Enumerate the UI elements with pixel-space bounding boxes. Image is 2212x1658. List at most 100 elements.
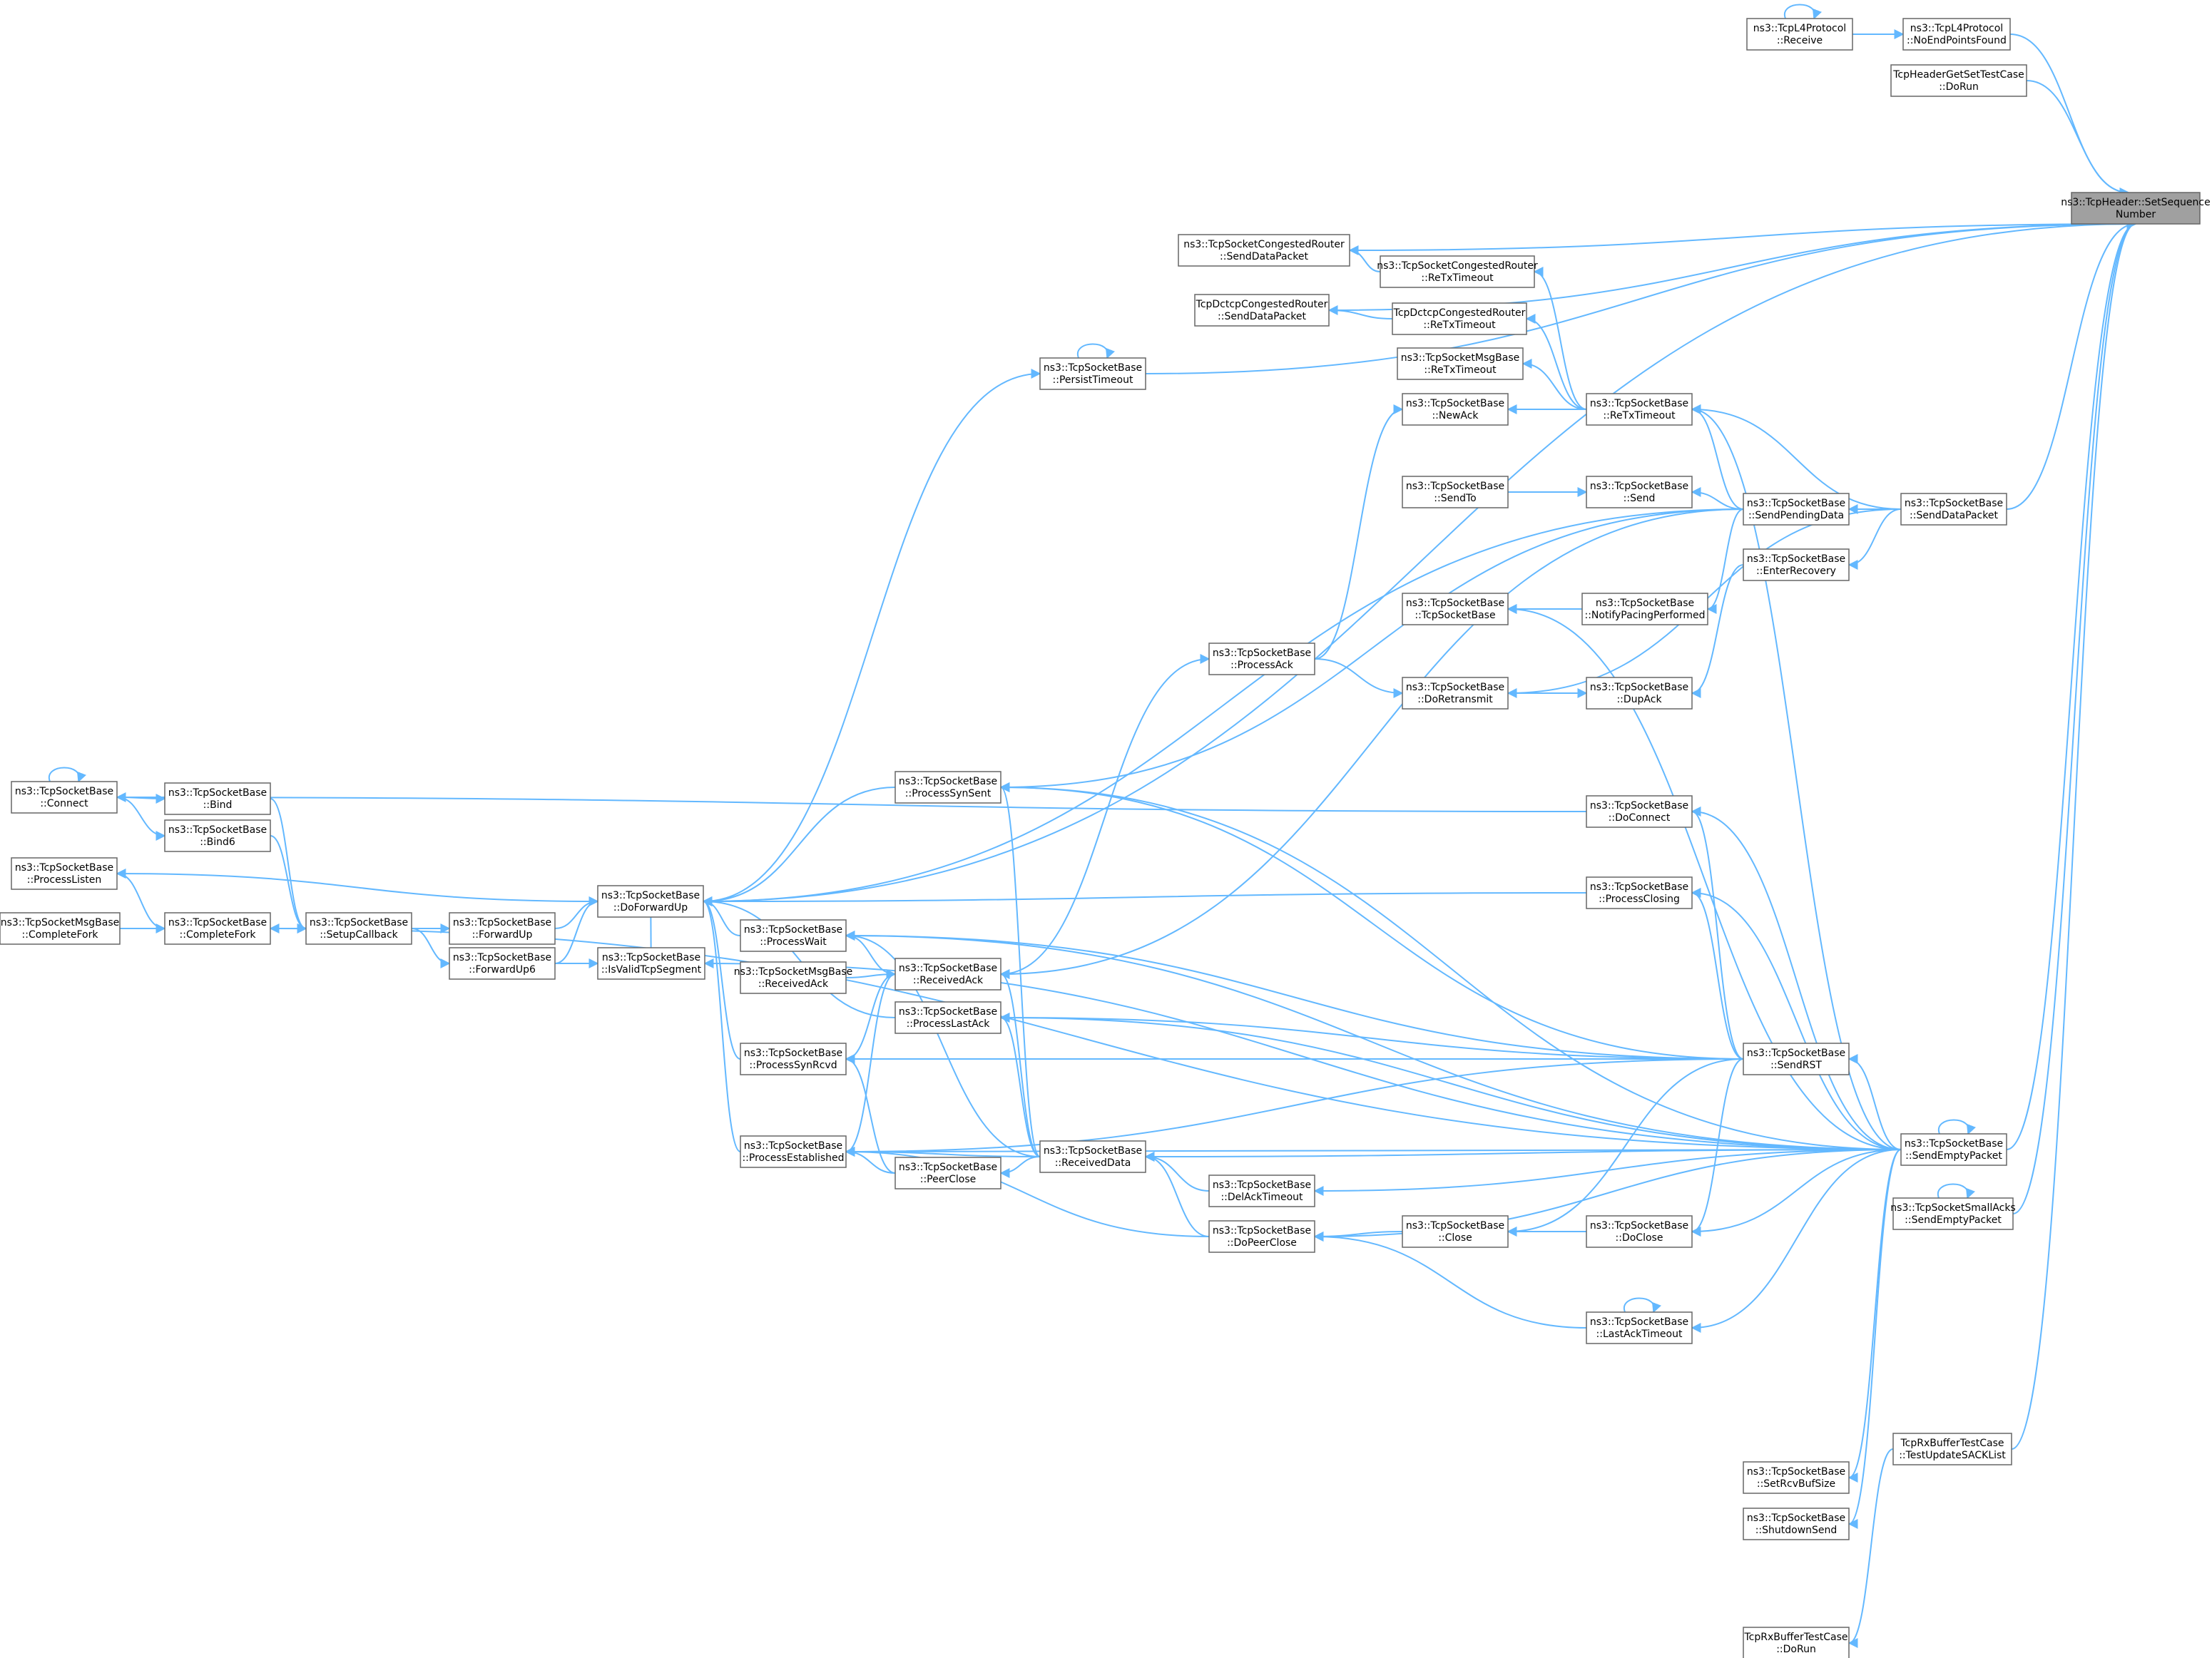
caller-node[interactable]: ns3::TcpSocketBase::ForwardUp [449, 912, 556, 945]
call-edge [845, 1058, 1744, 1157]
call-edge [1937, 1183, 1976, 1199]
caller-node[interactable]: ns3::TcpSocketBase::NotifyPacingPerforme… [1581, 593, 1708, 625]
caller-node[interactable]: ns3::TcpSocketBase::SendDataPacket [1900, 493, 2007, 526]
call-edge [703, 369, 1041, 902]
call-edge [1847, 1448, 1894, 1648]
caller-node[interactable]: ns3::TcpSocketCongestedRouter::SendDataP… [1178, 234, 1350, 267]
caller-node[interactable]: ns3::TcpSocketBase::SendTo [1402, 476, 1509, 508]
node-box [1586, 876, 1693, 909]
caller-node[interactable]: TcpDctcpCongestedRouter::SendDataPacket [1194, 294, 1330, 327]
node-label: ns3::TcpSocketBase [1044, 1145, 1142, 1157]
caller-node[interactable]: TcpDctcpCongestedRouter::ReTxTimeout [1392, 302, 1527, 335]
node-box [1392, 302, 1527, 335]
call-edge [2006, 219, 2137, 510]
caller-node[interactable]: ns3::TcpSocketMsgBase::ReceivedAck [734, 961, 852, 994]
caller-node[interactable]: ns3::TcpSocketBase::SendPendingData [1743, 493, 1850, 526]
node-label: TcpDctcpCongestedRouter [1393, 307, 1526, 319]
caller-node[interactable]: ns3::TcpSocketBase::Bind6 [164, 819, 271, 852]
node-label: ns3::TcpSocketBase [899, 776, 997, 787]
caller-node[interactable]: ns3::TcpSocketBase::Send [1586, 476, 1693, 508]
caller-node[interactable]: ns3::TcpSocketBase::ReceivedAck [895, 958, 1001, 991]
caller-node[interactable]: ns3::TcpSocketBase::ProcessAck [1208, 643, 1315, 675]
caller-node[interactable]: ns3::TcpSocketBase::EnterRecovery [1743, 548, 1850, 581]
node-label: ::SendPendingData [1748, 510, 1844, 521]
caller-node[interactable]: ns3::TcpSocketBase::IsValidTcpSegment [597, 947, 705, 980]
call-edge [270, 835, 307, 933]
caller-node[interactable]: ns3::TcpSocketBase::PeerClose [895, 1157, 1001, 1189]
node-box [0, 912, 121, 945]
caller-node[interactable]: ns3::TcpSocketBase::DoClose [1586, 1215, 1693, 1248]
caller-node[interactable]: ns3::TcpSocketBase::ReTxTimeout [1586, 393, 1693, 426]
caller-node[interactable]: TcpHeaderGetSetTestCase::DoRun [1890, 64, 2027, 97]
node-label: ns3::TcpSocketBase [1590, 800, 1688, 812]
node-label: ::DoRun [1939, 81, 1979, 93]
caller-node[interactable]: ns3::TcpSocketBase::TcpSocketBase [1402, 593, 1509, 625]
node-box [1743, 548, 1850, 581]
node-label: ::ReTxTimeout [1421, 272, 1494, 284]
node-box [1208, 1220, 1315, 1253]
caller-node[interactable]: ns3::TcpSocketBase::ProcessEstablished [740, 1135, 847, 1168]
node-label: ns3::TcpSocketCongestedRouter [1183, 239, 1345, 250]
caller-node[interactable]: ns3::TcpSocketBase::CompleteFork [164, 912, 271, 945]
caller-node[interactable]: ns3::TcpSocketBase::DoPeerClose [1208, 1220, 1315, 1253]
node-label: ns3::TcpSocketBase [1747, 553, 1845, 565]
caller-node[interactable]: ns3::TcpSocketMsgBase::ReTxTimeout [1397, 347, 1524, 380]
node-box [1902, 18, 2011, 51]
caller-node[interactable]: ns3::TcpSocketBase::ShutdownSend [1743, 1508, 1850, 1540]
call-edge [2026, 80, 2130, 198]
caller-node[interactable]: TcpRxBufferTestCase::TestUpdateSACKList [1892, 1433, 2012, 1465]
node-label: ::EnterRecovery [1756, 566, 1836, 577]
node-label: ::NoEndPointsFound [1907, 35, 2007, 46]
caller-node[interactable]: ns3::TcpSocketBase::DoConnect [1586, 795, 1693, 828]
node-label: ::SendEmptyPacket [1905, 1150, 2002, 1162]
node-label: ns3::TcpSocketBase [899, 963, 997, 974]
caller-node[interactable]: ns3::TcpSocketBase::ProcessLastAck [895, 1001, 1001, 1034]
caller-node[interactable]: ns3::TcpSocketBase::PersistTimeout [1039, 357, 1146, 390]
caller-node[interactable]: ns3::TcpSocketBase::NewAck [1402, 393, 1509, 426]
node-label: ::ProcessWait [760, 936, 827, 948]
caller-node[interactable]: ns3::TcpSocketBase::DoRetransmit [1402, 677, 1509, 710]
caller-node[interactable]: ns3::TcpSocketBase::ProcessSynSent [895, 771, 1001, 804]
caller-node[interactable]: ns3::TcpSocketBase::DelAckTimeout [1208, 1175, 1315, 1207]
node-label: ns3::TcpSocketBase [1044, 362, 1142, 374]
node-label: ::SendDataPacket [1910, 510, 1998, 521]
node-label: ::PeerClose [920, 1174, 977, 1185]
caller-node[interactable]: ns3::TcpSocketBase::SetRcvBufSize [1743, 1461, 1850, 1494]
caller-node[interactable]: ns3::TcpSocketBase::ReceivedData [1039, 1140, 1146, 1173]
node-box [1208, 643, 1315, 675]
call-edge [1348, 245, 1381, 272]
caller-node[interactable]: ns3::TcpSocketBase::ForwardUp6 [449, 947, 556, 980]
caller-node[interactable]: ns3::TcpSocketMsgBase::CompleteFork [0, 912, 121, 945]
node-label: ns3::TcpSocketSmallAcks [1890, 1202, 2015, 1214]
caller-node[interactable]: ns3::TcpSocketBase::Bind [164, 782, 271, 815]
caller-node[interactable]: ns3::TcpSocketBase::LastAckTimeout [1586, 1311, 1693, 1344]
call-edge [1522, 359, 1587, 410]
node-label: ns3::TcpSocketBase [453, 952, 551, 963]
node-label: ns3::TcpSocketBase [1590, 1220, 1688, 1232]
node-label: ::LastAckTimeout [1596, 1329, 1683, 1340]
caller-node[interactable]: ns3::TcpSocketBase::ProcessSynRcvd [740, 1043, 847, 1075]
caller-node[interactable]: ns3::TcpL4Protocol::NoEndPointsFound [1902, 18, 2011, 51]
caller-node[interactable]: ns3::TcpSocketBase::DupAck [1586, 677, 1693, 710]
caller-node[interactable]: ns3::TcpSocketBase::ProcessClosing [1586, 876, 1693, 909]
caller-node[interactable]: ns3::TcpSocketBase::SendEmptyPacket [1900, 1133, 2007, 1166]
caller-node[interactable]: ns3::TcpL4Protocol::Receive [1746, 18, 1853, 51]
caller-node[interactable]: ns3::TcpSocketBase::DoForwardUp [597, 885, 704, 918]
caller-node[interactable]: TcpRxBufferTestCase::DoRun [1743, 1627, 1850, 1658]
call-edge [2006, 219, 2137, 1150]
caller-node[interactable]: ns3::TcpSocketBase::ProcessListen [11, 857, 118, 890]
caller-node[interactable]: ns3::TcpSocketCongestedRouter::ReTxTimeo… [1377, 255, 1538, 288]
caller-node[interactable]: ns3::TcpSocketBase::Close [1402, 1215, 1509, 1248]
call-edge [1327, 305, 1393, 319]
node-box [740, 961, 847, 994]
caller-node[interactable]: ns3::TcpSocketBase::SetupCallback [305, 912, 412, 945]
caller-node[interactable]: ns3::TcpSocketBase::ProcessWait [740, 919, 847, 952]
node-label: ::ProcessSynRcvd [749, 1060, 837, 1071]
caller-node[interactable]: ns3::TcpSocketBase::SendRST [1743, 1043, 1850, 1075]
call-edge [702, 508, 1744, 906]
caller-node[interactable]: ns3::TcpSocketBase::Connect [11, 781, 118, 814]
caller-node[interactable]: ns3::TcpSocketSmallAcks::SendEmptyPacket [1890, 1197, 2016, 1230]
call-edge [999, 1013, 1041, 1157]
